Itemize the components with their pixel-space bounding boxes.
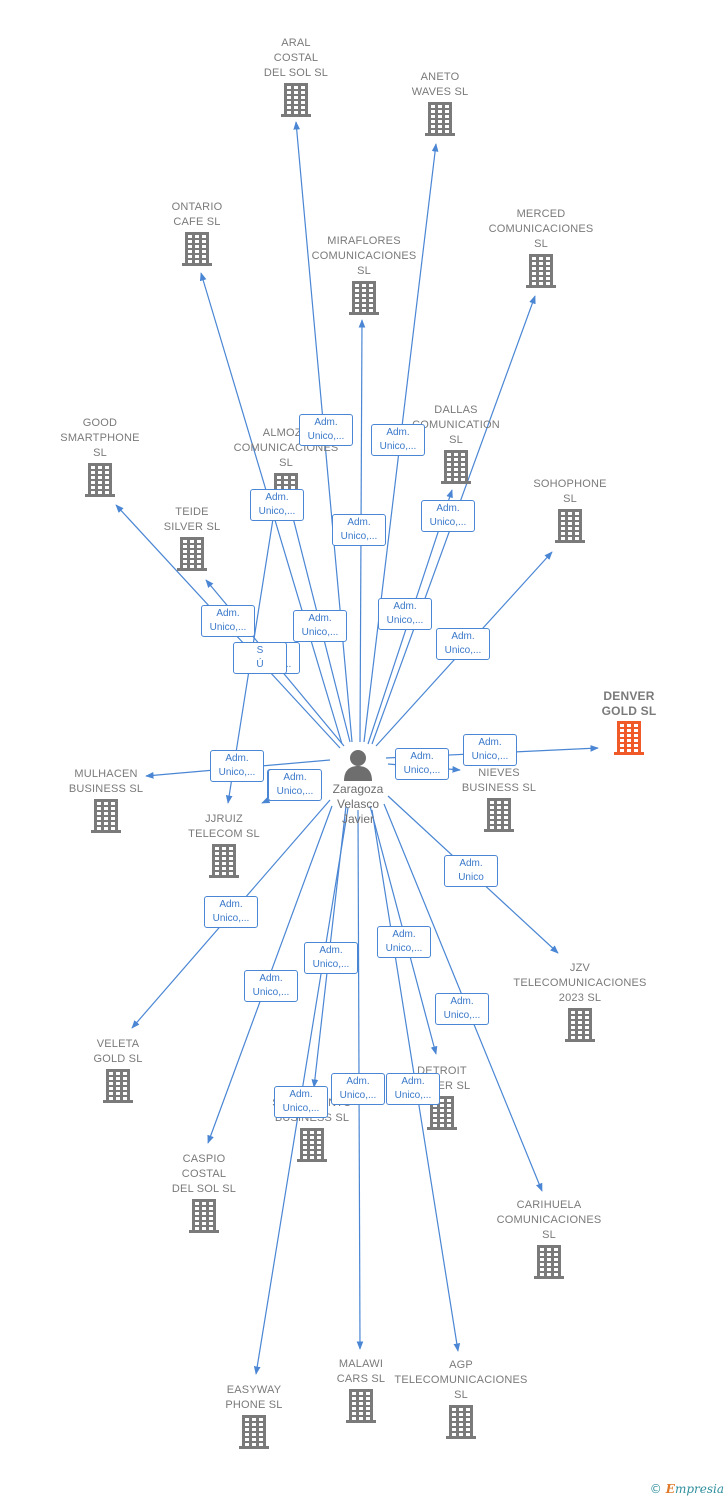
company-name: MIRAFLORES COMUNICACIONES SL <box>311 235 417 277</box>
building-icon <box>425 102 455 136</box>
company-name: GOOD SMARTPHONE SL <box>60 417 140 459</box>
company-name: ANETO WAVES SL <box>411 71 469 98</box>
edge-label-mulhacen[interactable]: Adm. Unico,... <box>210 750 264 782</box>
company-node-mulhacen[interactable]: MULHACEN BUSINESS SL <box>16 767 196 833</box>
edge-label-jzv[interactable]: Adm. Unico <box>444 855 498 887</box>
building-icon <box>346 1389 376 1423</box>
brand-name: mpresia <box>674 1482 724 1496</box>
company-name: TEIDE SILVER SL <box>163 506 221 533</box>
company-node-carihuela[interactable]: CARIHUELA COMUNICACIONES SL <box>459 1198 639 1279</box>
company-node-easyway[interactable]: EASYWAY PHONE SL <box>164 1383 344 1449</box>
building-icon <box>91 799 121 833</box>
company-node-jzv[interactable]: JZV TELECOMUNICACIONES 2023 SL <box>490 961 670 1042</box>
company-node-veleta[interactable]: VELETA GOLD SL <box>28 1037 208 1103</box>
company-node-sohophone[interactable]: SOHOPHONE SL <box>480 477 660 543</box>
edge-label-aneto[interactable]: Adm. Unico,... <box>371 424 425 456</box>
edge-label-hidden1[interactable]: Adm. Unico,... <box>268 769 322 801</box>
company-node-good[interactable]: GOOD SMARTPHONE SL <box>10 416 190 497</box>
company-node-ontario[interactable]: ONTARIO CAFE SL <box>107 200 287 266</box>
company-node-caspio[interactable]: CASPIO COSTAL DEL SOL SL <box>114 1152 294 1233</box>
company-name: ARAL COSTAL DEL SOL SL <box>263 37 329 79</box>
company-name: JZV TELECOMUNICACIONES 2023 SL <box>513 962 647 1004</box>
company-node-teide[interactable]: TEIDE SILVER SL <box>102 505 282 571</box>
edge-label-carihuela[interactable]: Adm. Unico,... <box>435 993 489 1025</box>
edge-label-denver[interactable]: Adm. Unico,... <box>463 734 517 766</box>
edge-label-merced[interactable]: Adm. Unico,... <box>421 500 475 532</box>
center-person-name: Zaragoza Velasco Javier <box>332 782 384 826</box>
building-icon <box>484 798 514 832</box>
edge-label-sohophone[interactable]: Adm. Unico,... <box>436 628 490 660</box>
company-node-aneto[interactable]: ANETO WAVES SL <box>350 70 530 136</box>
edge-label-miraflores[interactable]: Adm. Unico,... <box>332 514 386 546</box>
building-icon <box>281 83 311 117</box>
company-node-dallas[interactable]: DALLAS COMUNICATION SL <box>366 403 546 484</box>
building-icon <box>182 232 212 266</box>
company-node-malawi[interactable]: MALAWI CARS SL <box>271 1357 451 1423</box>
edge-label-veleta[interactable]: Adm. Unico,... <box>204 896 258 928</box>
center-person-node[interactable]: Zaragoza Velasco Javier <box>298 748 418 827</box>
edge-label-malawi[interactable]: Adm. Unico,... <box>331 1073 385 1105</box>
company-name: JJRUIZ TELECOM SL <box>188 813 260 840</box>
company-name: NIEVES BUSINESS SL <box>461 767 537 794</box>
copyright-symbol: © <box>649 1482 662 1496</box>
company-name: DENVER GOLD SL <box>601 689 657 718</box>
company-node-denver[interactable]: DENVER GOLD SL <box>539 689 719 755</box>
edge-label-aral[interactable]: Adm. Unico,... <box>299 414 353 446</box>
person-icon <box>344 750 372 781</box>
company-node-jjruiz[interactable]: JJRUIZ TELECOM SL <box>134 812 314 878</box>
company-name: VELETA GOLD SL <box>93 1038 143 1065</box>
company-node-nieves[interactable]: NIEVES BUSINESS SL <box>409 766 589 832</box>
building-icon <box>297 1128 327 1162</box>
edge-label-detroit[interactable]: Adm. Unico,... <box>377 926 431 958</box>
company-node-merced[interactable]: MERCED COMUNICACIONES SL <box>451 207 631 288</box>
building-icon <box>555 509 585 543</box>
edge-label-almoza[interactable]: Adm. Unico,... <box>293 610 347 642</box>
edge-label-dallas[interactable]: Adm. Unico,... <box>378 598 432 630</box>
edge-label-good[interactable]: Adm. Unico,... <box>201 605 255 637</box>
company-name: CASPIO COSTAL DEL SOL SL <box>171 1153 237 1195</box>
building-icon <box>441 450 471 484</box>
building-icon <box>614 721 644 755</box>
building-icon <box>85 463 115 497</box>
company-name: EASYWAY PHONE SL <box>225 1384 283 1411</box>
company-name: MULHACEN BUSINESS SL <box>68 768 144 795</box>
company-name: DALLAS COMUNICATION SL <box>412 404 500 446</box>
footer-brand: ©Empresia <box>650 1482 724 1496</box>
edge-label-caspio[interactable]: Adm. Unico,... <box>244 970 298 1002</box>
company-name: AGP TELECOMUNICACIONES SL <box>394 1359 528 1401</box>
company-node-agp[interactable]: AGP TELECOMUNICACIONES SL <box>371 1358 551 1439</box>
company-name: SOHOPHONE SL <box>533 478 607 505</box>
company-node-aral[interactable]: ARAL COSTAL DEL SOL SL <box>206 36 386 117</box>
building-icon <box>565 1008 595 1042</box>
building-icon <box>177 537 207 571</box>
company-node-miraflores[interactable]: MIRAFLORES COMUNICACIONES SL <box>274 234 454 315</box>
company-name: CARIHUELA COMUNICACIONES SL <box>496 1199 602 1241</box>
edge-label-easyway[interactable]: Adm. Unico,... <box>274 1086 328 1118</box>
building-icon <box>103 1069 133 1103</box>
edge-label-ontario[interactable]: Adm. Unico,... <box>250 489 304 521</box>
building-icon <box>349 281 379 315</box>
building-icon <box>209 844 239 878</box>
company-name: ONTARIO CAFE SL <box>171 201 223 228</box>
building-icon <box>534 1245 564 1279</box>
edge-label-agp[interactable]: Adm. Unico,... <box>386 1073 440 1105</box>
edge-label-hidden2[interactable]: S Ú <box>233 642 287 674</box>
company-name: MALAWI CARS SL <box>336 1358 386 1385</box>
building-icon <box>526 254 556 288</box>
building-icon <box>446 1405 476 1439</box>
building-icon <box>239 1415 269 1449</box>
edge-label-sacramento[interactable]: Adm. Unico,... <box>304 942 358 974</box>
brand-initial: E <box>665 1482 675 1496</box>
company-name: MERCED COMUNICACIONES SL <box>488 208 594 250</box>
edge-label-nieves[interactable]: Adm. Unico,... <box>395 748 449 780</box>
building-icon <box>189 1199 219 1233</box>
